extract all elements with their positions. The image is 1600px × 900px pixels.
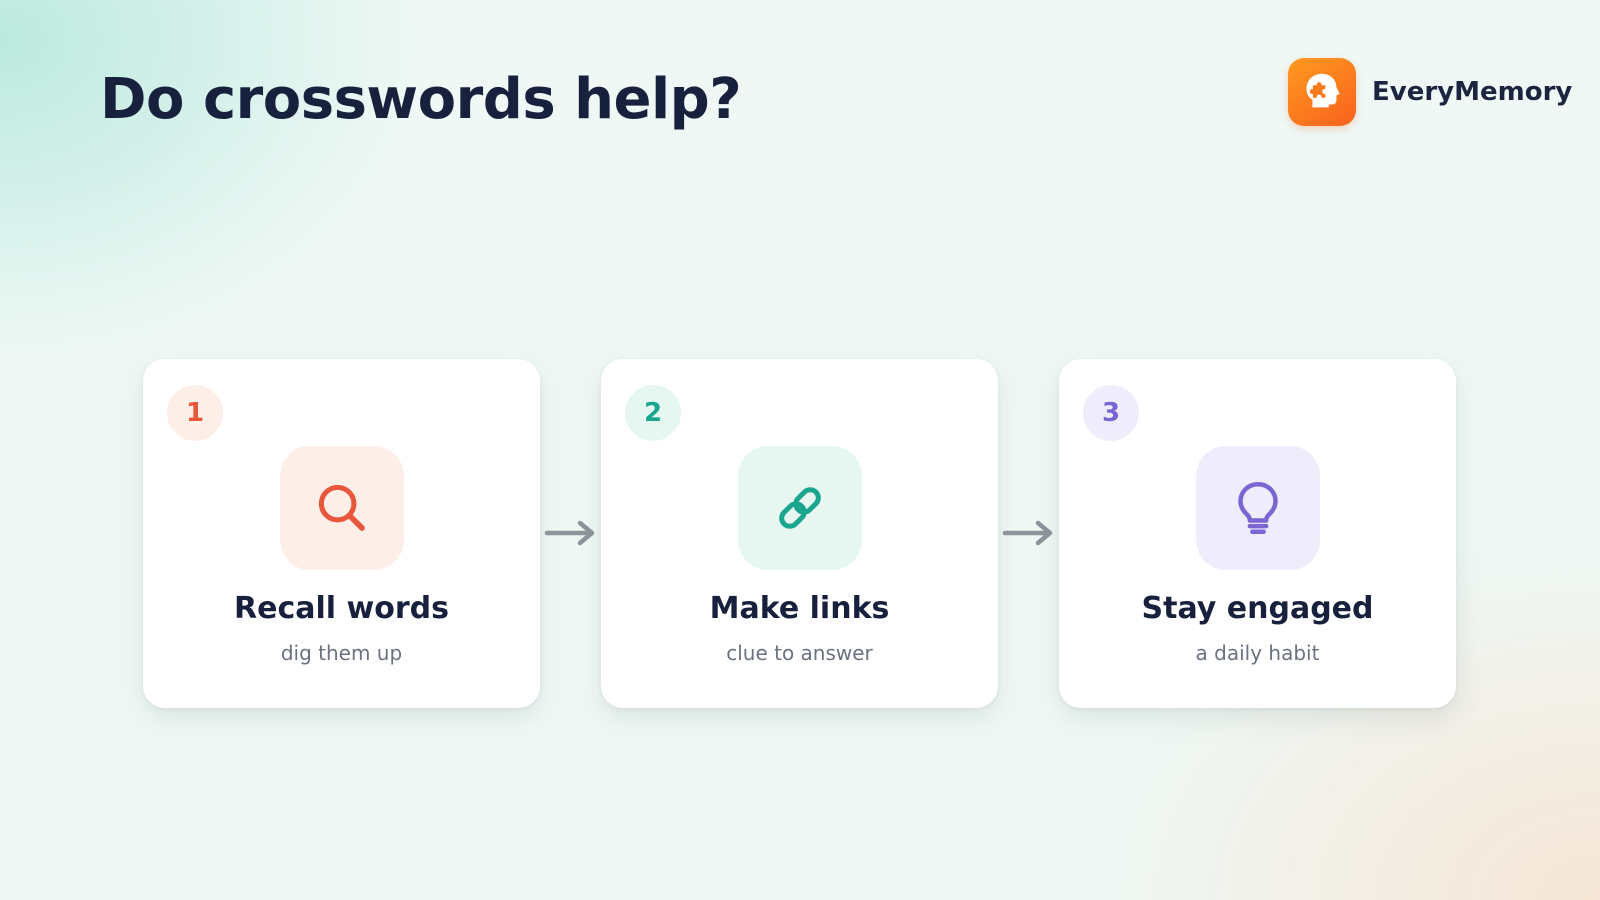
step-number-badge: 1 <box>167 385 223 441</box>
head-puzzle-icon <box>1306 73 1340 108</box>
steps-flow: 1 Recall words dig them up 2 Make links <box>143 359 1458 708</box>
step-number-badge: 3 <box>1083 385 1139 441</box>
arrow-right-icon <box>1001 516 1057 550</box>
step-number-badge: 2 <box>625 385 681 441</box>
step-subtitle: dig them up <box>280 641 403 665</box>
step-subtitle: a daily habit <box>1195 641 1320 665</box>
search-icon <box>318 484 365 531</box>
step-card-make-links: 2 Make links clue to answer <box>601 359 998 708</box>
link-icon <box>779 487 821 529</box>
brand-name: EveryMemory <box>1372 77 1573 107</box>
brand-logo-icon <box>1288 58 1356 126</box>
step-subtitle: clue to answer <box>726 641 873 665</box>
step-icon-tile <box>738 446 862 570</box>
step-title: Recall words <box>234 591 449 626</box>
brand: EveryMemory <box>1288 58 1572 126</box>
step-title: Stay engaged <box>1141 591 1374 626</box>
lightbulb-icon <box>1238 482 1278 534</box>
step-icon-tile <box>280 446 404 570</box>
step-title: Make links <box>709 591 890 626</box>
step-card-stay-engaged: 3 Stay engaged a daily habit <box>1059 359 1456 708</box>
arrow-right-icon <box>543 516 599 550</box>
step-icon-tile <box>1196 446 1320 570</box>
page-title: Do crosswords help? <box>100 67 742 132</box>
step-card-recall-words: 1 Recall words dig them up <box>143 359 540 708</box>
